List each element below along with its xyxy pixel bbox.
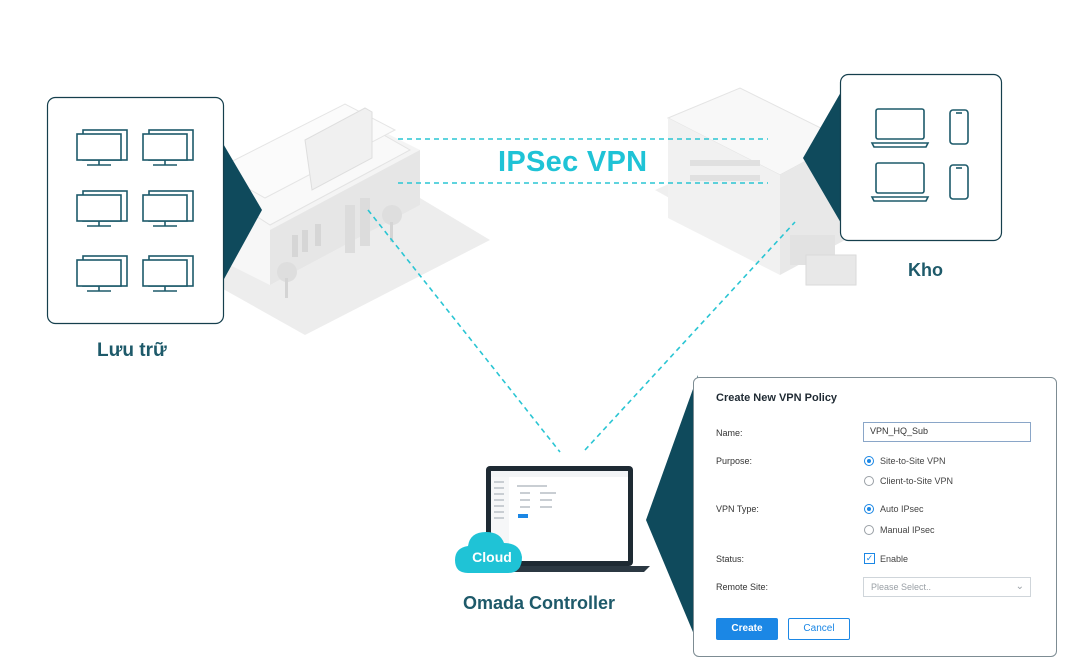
storage-site-label: Lưu trữ — [97, 340, 167, 361]
vpn-type-label: VPN Type: — [716, 504, 759, 514]
name-label: Name: — [716, 428, 743, 438]
form-title: Create New VPN Policy — [716, 392, 838, 404]
purpose-site-to-site-label: Site-to-Site VPN — [880, 456, 946, 466]
remote-site-placeholder: Please Select.. — [871, 582, 932, 592]
desktop-monitor-icon — [76, 255, 128, 292]
status-label: Status: — [716, 554, 745, 564]
remote-site-select[interactable]: Please Select.. ⌄ — [863, 577, 1031, 597]
purpose-client-to-site-label: Client-to-Site VPN — [880, 476, 954, 486]
laptop-icon — [870, 108, 930, 148]
desktop-monitor-icon — [142, 190, 194, 227]
desktop-computers — [76, 129, 194, 292]
vpn-type-manual-label: Manual IPsec — [880, 525, 935, 535]
warehouse-devices — [870, 108, 969, 202]
vpn-links — [367, 138, 796, 453]
controller-label: Omada Controller — [463, 593, 616, 613]
create-button[interactable]: Create — [716, 618, 778, 640]
vpn-policy-form: Create New VPN Policy Name: VPN_HQ_Sub P… — [693, 377, 1057, 657]
cloud-icon — [455, 532, 522, 573]
cancel-button[interactable]: Cancel — [788, 618, 850, 640]
chevron-down-icon: ⌄ — [1015, 581, 1024, 592]
desktop-monitor-icon — [142, 255, 194, 292]
diagram-title: IPSec VPN — [498, 146, 648, 178]
laptop-icon — [870, 162, 930, 202]
smartphone-icon — [949, 164, 969, 200]
purpose-client-to-site-radio[interactable] — [864, 476, 874, 486]
vpn-type-auto-radio[interactable] — [864, 504, 874, 514]
vpn-type-auto-label: Auto IPsec — [880, 504, 924, 514]
form-panel-pointer — [646, 375, 698, 644]
desktop-monitor-icon — [76, 129, 128, 166]
checkmark-icon: ✓ — [865, 553, 874, 563]
desktop-monitor-icon — [142, 129, 194, 166]
status-enable-checkbox[interactable]: ✓ — [864, 553, 875, 564]
desktop-monitor-icon — [76, 190, 128, 227]
smartphone-icon — [949, 109, 969, 145]
warehouse-site-label: Kho — [908, 260, 943, 280]
purpose-site-to-site-radio[interactable] — [864, 456, 874, 466]
status-enable-label: Enable — [880, 554, 909, 564]
purpose-label: Purpose: — [716, 456, 753, 466]
cloud-label: Cloud — [472, 549, 512, 565]
warehouse-building — [655, 87, 900, 286]
name-input[interactable]: VPN_HQ_Sub — [863, 422, 1031, 442]
vpn-type-manual-radio[interactable] — [864, 525, 874, 535]
remote-site-label: Remote Site: — [716, 582, 769, 592]
